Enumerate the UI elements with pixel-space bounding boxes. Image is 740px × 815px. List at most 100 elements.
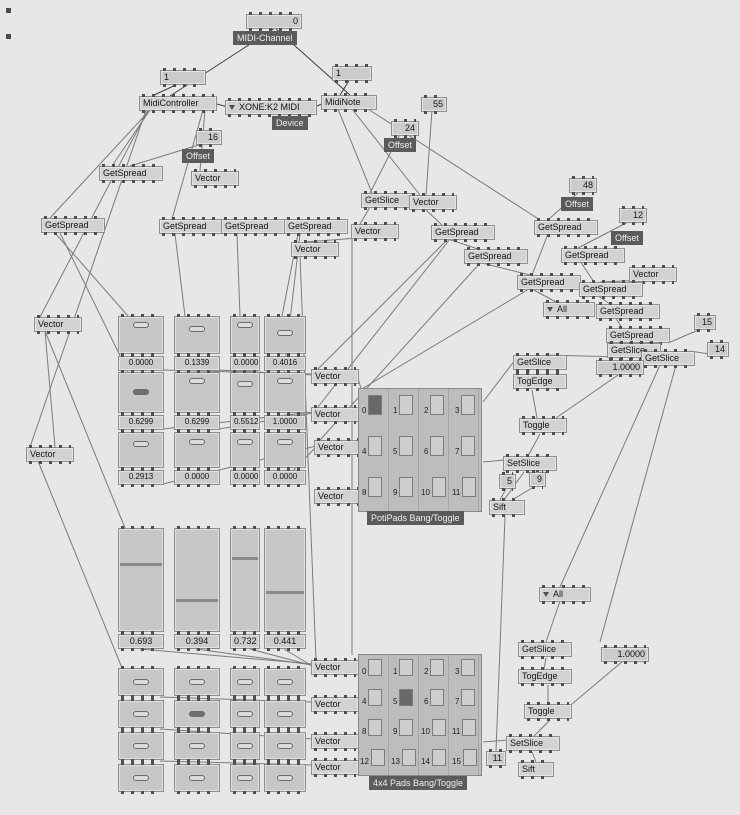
node-togedge[interactable]: TogEdge — [513, 372, 567, 391]
node-vector[interactable]: Vector — [311, 758, 359, 777]
node-getslice[interactable]: GetSlice — [361, 191, 415, 210]
fader[interactable] — [118, 430, 164, 470]
iobox-11[interactable]: 11 — [486, 749, 506, 768]
fader[interactable] — [264, 370, 306, 415]
slider-handle[interactable] — [120, 563, 162, 566]
slider-handle[interactable] — [237, 743, 253, 749]
node-getslice[interactable]: GetSlice — [513, 353, 567, 372]
iobox-12[interactable]: 12 — [619, 206, 647, 225]
slider-handle[interactable] — [266, 591, 304, 594]
pad-button[interactable] — [431, 477, 446, 497]
enum-all-select[interactable]: All — [543, 300, 595, 319]
slider-handle[interactable] — [237, 679, 253, 685]
iobox-fader-value[interactable]: 1.0000 — [264, 413, 306, 432]
fader[interactable] — [118, 762, 164, 794]
node-sift[interactable]: Sift — [518, 760, 554, 779]
fader[interactable] — [264, 666, 306, 698]
node-getspread[interactable]: GetSpread — [221, 217, 285, 236]
fader[interactable] — [174, 698, 220, 730]
fader[interactable] — [264, 698, 306, 730]
slider-handle[interactable] — [133, 711, 149, 717]
pad-button[interactable] — [399, 689, 414, 706]
slider-handle[interactable] — [237, 381, 253, 387]
iobox-fader-value[interactable]: 0.4016 — [264, 354, 306, 373]
pad-button[interactable] — [399, 477, 414, 497]
node-getspread[interactable]: GetSpread — [561, 246, 625, 265]
enum-all-select[interactable]: All — [539, 585, 591, 604]
enum-device-select[interactable]: XONE:K2 MIDI — [225, 98, 317, 117]
node-getspread[interactable]: GetSpread — [579, 280, 643, 299]
iobox-fader-value[interactable]: 0.0000 — [264, 468, 306, 487]
pad-button[interactable] — [368, 689, 383, 706]
big-fader[interactable] — [264, 526, 306, 634]
node-vector[interactable]: Vector — [351, 222, 399, 241]
fader[interactable] — [230, 698, 260, 730]
node-getslice[interactable]: GetSlice — [641, 349, 695, 368]
slider-handle[interactable] — [277, 775, 293, 781]
iobox-fader-value[interactable]: 0.0000 — [230, 468, 260, 487]
node-midinote[interactable]: MidiNote — [321, 93, 377, 112]
node-vector[interactable]: Vector — [314, 487, 362, 506]
iobox-fader-value[interactable]: 0.732 — [230, 632, 260, 651]
pads4x4-panel[interactable]: 0 1 2 3 4 5 6 7 8 9 10 11 12 13 14 15 — [358, 654, 482, 776]
pad-button[interactable] — [430, 689, 445, 706]
slider-handle[interactable] — [277, 711, 293, 717]
iobox-fader-value[interactable]: 0.5512 — [230, 413, 260, 432]
node-getspread[interactable]: GetSpread — [534, 218, 598, 237]
slider-handle[interactable] — [133, 322, 149, 328]
node-vector[interactable]: Vector — [191, 169, 239, 188]
node-togedge[interactable]: TogEdge — [518, 667, 572, 686]
node-getspread[interactable]: GetSpread — [464, 247, 528, 266]
slider-handle[interactable] — [237, 711, 253, 717]
node-getspread[interactable]: GetSpread — [41, 216, 105, 235]
slider-handle[interactable] — [189, 378, 205, 384]
pad-button[interactable] — [462, 749, 477, 766]
slider-handle[interactable] — [189, 326, 205, 332]
node-toggle[interactable]: Toggle — [524, 702, 572, 721]
slider-handle[interactable] — [277, 743, 293, 749]
fader[interactable] — [230, 370, 260, 415]
slider-handle[interactable] — [133, 389, 149, 395]
node-vector[interactable]: Vector — [291, 240, 339, 259]
node-getspread[interactable]: GetSpread — [159, 217, 223, 236]
fader[interactable] — [264, 430, 306, 470]
iobox-fader-value[interactable]: 0.0000 — [118, 354, 164, 373]
iobox-5[interactable]: 5 — [499, 472, 516, 491]
node-getspread[interactable]: GetSpread — [431, 223, 495, 242]
iobox-14[interactable]: 14 — [707, 340, 729, 359]
node-getspread[interactable]: GetSpread — [596, 302, 660, 321]
fader[interactable] — [174, 762, 220, 794]
iobox-16[interactable]: 16 — [196, 128, 222, 147]
pad-button[interactable] — [399, 659, 414, 676]
iobox-48[interactable]: 48 — [569, 176, 597, 195]
node-vector[interactable]: Vector — [34, 315, 82, 334]
iobox-fader-value[interactable]: 0.6299 — [118, 413, 164, 432]
pad-button[interactable] — [462, 477, 477, 497]
fader[interactable] — [118, 370, 164, 415]
pad-button[interactable] — [401, 749, 416, 766]
node-vector[interactable]: Vector — [314, 438, 362, 457]
pad-button[interactable] — [399, 395, 414, 415]
iobox-24[interactable]: 24 — [391, 119, 419, 138]
pad-button[interactable] — [461, 436, 476, 456]
node-vector[interactable]: Vector — [409, 193, 457, 212]
pad-button[interactable] — [368, 436, 383, 456]
node-setslice[interactable]: SetSlice — [506, 734, 560, 753]
node-setslice[interactable]: SetSlice — [503, 454, 557, 473]
slider-handle[interactable] — [133, 775, 149, 781]
iobox-controller-id[interactable]: 1 — [160, 68, 206, 87]
fader[interactable] — [174, 370, 220, 415]
iobox-fader-value[interactable]: 0.441 — [264, 632, 306, 651]
node-vector[interactable]: Vector — [311, 367, 359, 386]
pad-button[interactable] — [462, 719, 477, 736]
pad-button[interactable] — [368, 477, 383, 497]
pad-button[interactable] — [430, 436, 445, 456]
slider-handle[interactable] — [237, 775, 253, 781]
big-fader[interactable] — [230, 526, 260, 634]
pad-button[interactable] — [430, 659, 445, 676]
fader[interactable] — [174, 314, 220, 356]
iobox-note-id[interactable]: 1 — [332, 64, 372, 83]
node-toggle[interactable]: Toggle — [519, 416, 567, 435]
node-sift[interactable]: Sift — [489, 498, 525, 517]
